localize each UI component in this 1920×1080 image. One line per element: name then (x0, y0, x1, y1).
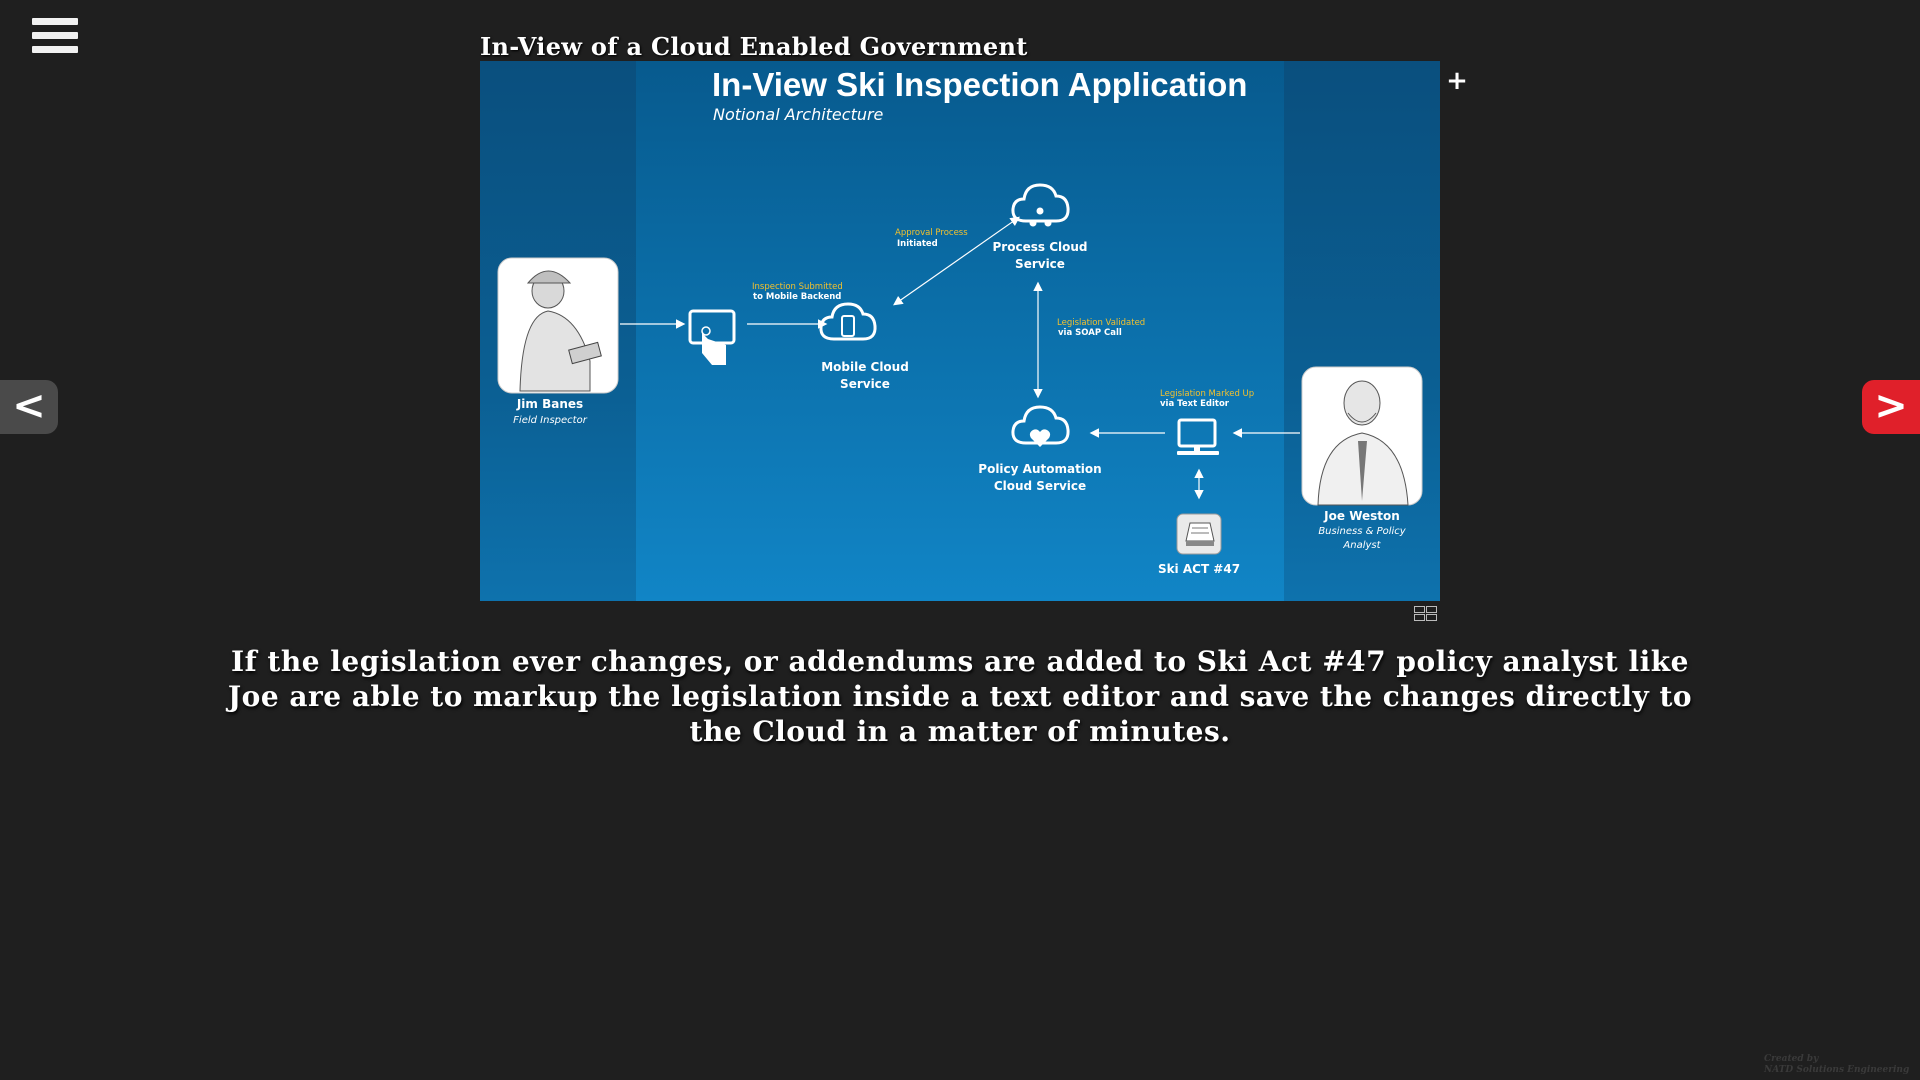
tablet-icon (688, 309, 736, 365)
desktop-computer-icon (1177, 418, 1219, 455)
analyst-role-line1: Business & Policy (1318, 526, 1406, 537)
diagram-title: In-View Ski Inspection Application (712, 66, 1247, 103)
menu-bar-1 (32, 18, 78, 25)
ski-act-label: Ski ACT #47 (1158, 562, 1240, 576)
mobile-cloud-line2: Service (840, 377, 890, 391)
mobile-cloud-icon (819, 302, 877, 341)
architecture-diagram: In-View Ski Inspection Application Notio… (497, 66, 1423, 576)
next-slide-button[interactable]: > (1862, 380, 1920, 434)
hamburger-menu-icon[interactable] (32, 18, 80, 56)
analyst-name: Joe Weston (1323, 509, 1400, 523)
to-mobile-backend-label: to Mobile Backend (753, 292, 841, 302)
policy-cloud-line2: Cloud Service (994, 479, 1086, 493)
field-inspector-portrait (497, 257, 619, 394)
field-inspector-name: Jim Banes (516, 397, 583, 411)
process-cloud-line1: Process Cloud (993, 240, 1088, 254)
slide-image: In-View Ski Inspection Application Notio… (480, 61, 1440, 601)
slide-caption: If the legislation ever changes, or adde… (227, 645, 1693, 748)
analyst-portrait (1301, 366, 1423, 506)
slide-center-panel (636, 61, 1284, 601)
grid-cell (1414, 606, 1425, 613)
credit-text: Created by NATD Solutions Engineering (1764, 1054, 1914, 1076)
policy-cloud-icon (1011, 405, 1070, 447)
expand-plus-button[interactable]: + (1446, 66, 1468, 96)
via-text-editor-label: via Text Editor (1160, 399, 1230, 409)
process-cloud-icon (1011, 183, 1070, 227)
diagram-subtitle: Notional Architecture (713, 105, 884, 124)
slide-title: In-View of a Cloud Enabled Government (480, 32, 1028, 61)
grid-cell (1426, 606, 1437, 613)
menu-bar-2 (32, 32, 78, 39)
analyst-role-line2: Analyst (1342, 540, 1381, 551)
slide-right-panel (1284, 61, 1440, 601)
credit-line1: Created by (1764, 1054, 1819, 1064)
thumbnail-grid-icon[interactable] (1414, 606, 1438, 621)
mobile-cloud-line1: Mobile Cloud (821, 360, 909, 374)
legislation-validated-label: Legislation Validated (1057, 318, 1145, 328)
ski-act-document-icon (1176, 513, 1222, 555)
approval-process-label: Approval Process (895, 228, 968, 238)
credit-line2: NATD Solutions Engineering (1764, 1065, 1910, 1075)
grid-cell (1414, 614, 1425, 621)
menu-bar-3 (32, 46, 78, 53)
grid-cell (1426, 614, 1437, 621)
process-cloud-line2: Service (1015, 257, 1065, 271)
via-soap-label: via SOAP Call (1058, 328, 1122, 338)
field-inspector-role: Field Inspector (513, 415, 588, 426)
previous-slide-button[interactable]: < (0, 380, 58, 434)
initiated-label: Initiated (897, 239, 938, 249)
inspection-submitted-label: Inspection Submitted (752, 282, 843, 292)
legislation-marked-label: Legislation Marked Up (1160, 389, 1254, 399)
policy-cloud-line1: Policy Automation (978, 462, 1101, 476)
